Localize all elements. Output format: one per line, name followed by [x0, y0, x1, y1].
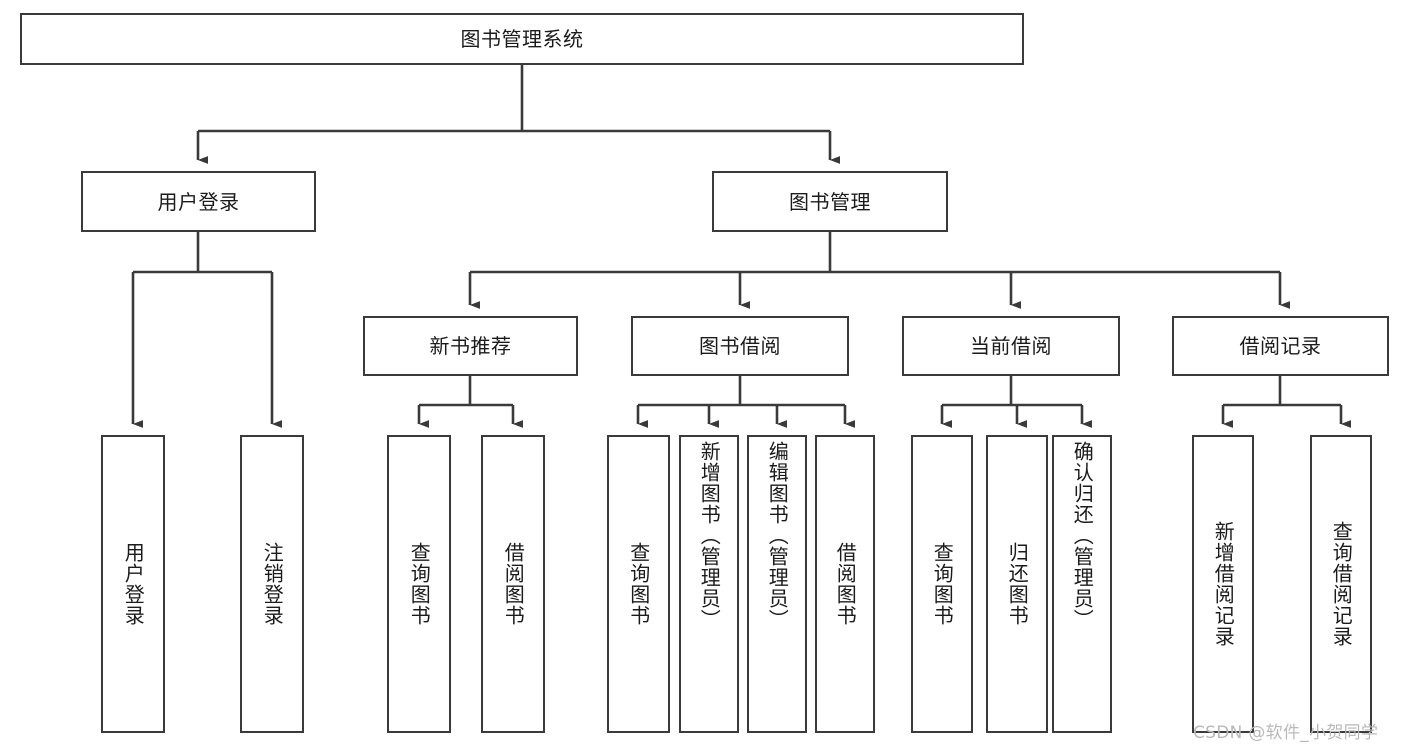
node-label: 查询图书 — [930, 542, 955, 626]
node-leaf-query-book-recommend[interactable]: 查询图书 — [387, 435, 451, 733]
node-user-login[interactable]: 用户登录 — [81, 171, 316, 232]
node-leaf-add-book-admin[interactable]: 新增图书（管理员） — [679, 435, 739, 733]
node-label: 查询图书 — [626, 542, 651, 626]
node-label: 借阅图书 — [501, 542, 526, 626]
node-leaf-edit-book-admin[interactable]: 编辑图书（管理员） — [747, 435, 807, 733]
node-leaf-user-logout[interactable]: 注销登录 — [240, 435, 304, 733]
node-leaf-query-book-borrow[interactable]: 查询图书 — [607, 435, 670, 733]
node-label: 借阅记录 — [1239, 334, 1322, 358]
node-label: 图书管理 — [789, 189, 871, 214]
csdn-watermark: CSDN @软件_小贺同学 — [1193, 723, 1379, 743]
node-leaf-return-book[interactable]: 归还图书 — [986, 435, 1048, 733]
node-leaf-query-book-current[interactable]: 查询图书 — [911, 435, 973, 733]
node-leaf-borrow-book[interactable]: 借阅图书 — [815, 435, 875, 733]
node-label: 借阅图书 — [833, 542, 858, 626]
node-current-borrow[interactable]: 当前借阅 — [902, 316, 1120, 376]
node-label: 查询借阅记录 — [1329, 521, 1354, 647]
node-leaf-add-borrow-record[interactable]: 新增借阅记录 — [1192, 435, 1254, 733]
node-book-management[interactable]: 图书管理 — [712, 171, 948, 232]
node-root-book-management-system[interactable]: 图书管理系统 — [20, 13, 1024, 65]
node-label: 归还图书 — [1005, 542, 1030, 626]
node-leaf-confirm-return-admin[interactable]: 确认归还（管理员） — [1052, 435, 1112, 733]
node-label: 编辑图书（管理员） — [765, 441, 790, 630]
node-label: 确认归还（管理员） — [1070, 441, 1095, 630]
node-leaf-borrow-book-recommend[interactable]: 借阅图书 — [481, 435, 545, 733]
node-leaf-user-login[interactable]: 用户登录 — [101, 435, 165, 733]
node-label: 用户登录 — [157, 189, 240, 214]
node-label: 图书借阅 — [699, 334, 781, 358]
node-label: 当前借阅 — [970, 334, 1052, 358]
node-leaf-query-borrow-record[interactable]: 查询借阅记录 — [1310, 435, 1372, 733]
node-label: 新增图书（管理员） — [697, 441, 722, 630]
node-label: 新书推荐 — [429, 334, 512, 358]
node-label: 查询图书 — [407, 542, 432, 626]
node-new-book-recommendation[interactable]: 新书推荐 — [363, 316, 578, 376]
node-book-borrow[interactable]: 图书借阅 — [631, 316, 849, 376]
node-label: 新增借阅记录 — [1211, 521, 1236, 647]
node-borrow-record[interactable]: 借阅记录 — [1172, 316, 1389, 376]
node-label: 注销登录 — [260, 542, 285, 626]
node-label: 用户登录 — [121, 542, 146, 626]
node-label: 图书管理系统 — [460, 27, 584, 51]
